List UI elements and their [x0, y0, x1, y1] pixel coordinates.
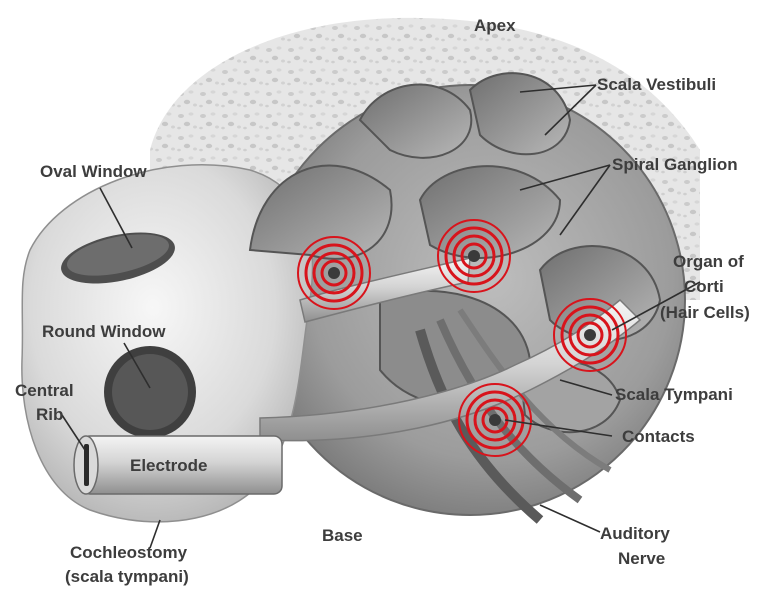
label-organ-of-corti-line3: (Hair Cells)	[660, 303, 750, 322]
label-organ-of-corti-line1: Organ of	[673, 252, 744, 271]
label-round-window: Round Window	[42, 322, 166, 341]
label-central-rib-line2: Rib	[36, 405, 63, 424]
label-spiral-ganglion: Spiral Ganglion	[612, 155, 738, 174]
label-cochleostomy-line2: (scala tympani)	[65, 567, 189, 586]
label-auditory-nerve-line2: Nerve	[618, 549, 665, 568]
label-organ-of-corti-line2: Corti	[684, 277, 724, 296]
label-base: Base	[322, 526, 363, 545]
label-central-rib-line1: Central	[15, 381, 74, 400]
label-apex: Apex	[474, 16, 516, 35]
label-auditory-nerve-line1: Auditory	[600, 524, 670, 543]
label-scala-tympani: Scala Tympani	[615, 385, 733, 404]
round-window	[104, 346, 196, 438]
label-contacts: Contacts	[622, 427, 695, 446]
label-oval-window: Oval Window	[40, 162, 147, 181]
label-scala-vestibuli: Scala Vestibuli	[597, 75, 716, 94]
label-electrode: Electrode	[130, 456, 207, 475]
label-cochleostomy-line1: Cochleostomy	[70, 543, 188, 562]
